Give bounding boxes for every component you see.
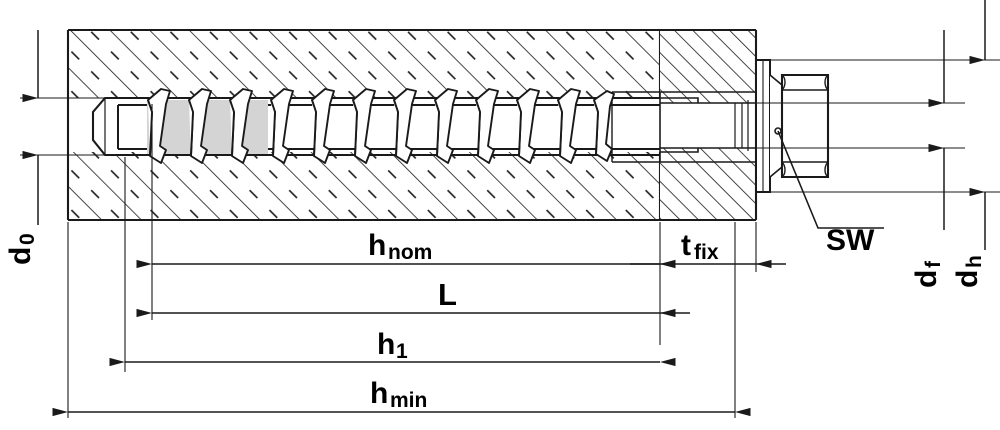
dimension-label-dh-sub: h <box>963 255 986 268</box>
dimension-label-df-main: d <box>910 270 943 288</box>
dimension-label-hmin-main: h <box>370 377 388 410</box>
screw-thread-flights <box>147 88 615 164</box>
dimension-label-hnom-sub: nom <box>388 241 432 264</box>
dimension-label-h1-main: h <box>377 328 395 361</box>
dimension-label-tfix-sub: fix <box>694 241 719 264</box>
dimension-label-h1-sub: 1 <box>396 340 408 363</box>
dimension-label-L: L <box>438 277 457 312</box>
dimension-label-df-sub: f <box>922 260 945 268</box>
dimension-label-sw: SW <box>826 224 875 257</box>
dimension-label-d0-sub: 0 <box>16 233 39 245</box>
dimension-label-dh-main: d <box>951 270 984 288</box>
sw-leader-line <box>777 130 884 229</box>
dimension-label-d0-main: d <box>4 247 37 265</box>
dimension-label-hnom-main: h <box>368 229 386 262</box>
extension-lines <box>20 59 1000 418</box>
dimension-label-tfix-main: t <box>681 229 691 262</box>
dimension-label-hmin-sub: min <box>390 389 427 412</box>
hex-head-assembly <box>755 59 830 193</box>
dimension-hmin <box>52 222 751 418</box>
